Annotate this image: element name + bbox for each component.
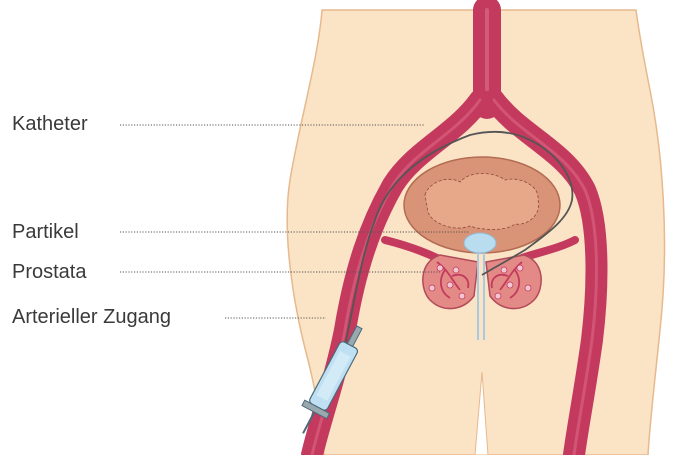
label-arterial-access: Arterieller Zugang (12, 307, 171, 327)
label-catheter: Katheter (12, 114, 88, 134)
label-prostate: Prostata (12, 262, 86, 282)
label-particles: Partikel (12, 222, 79, 242)
